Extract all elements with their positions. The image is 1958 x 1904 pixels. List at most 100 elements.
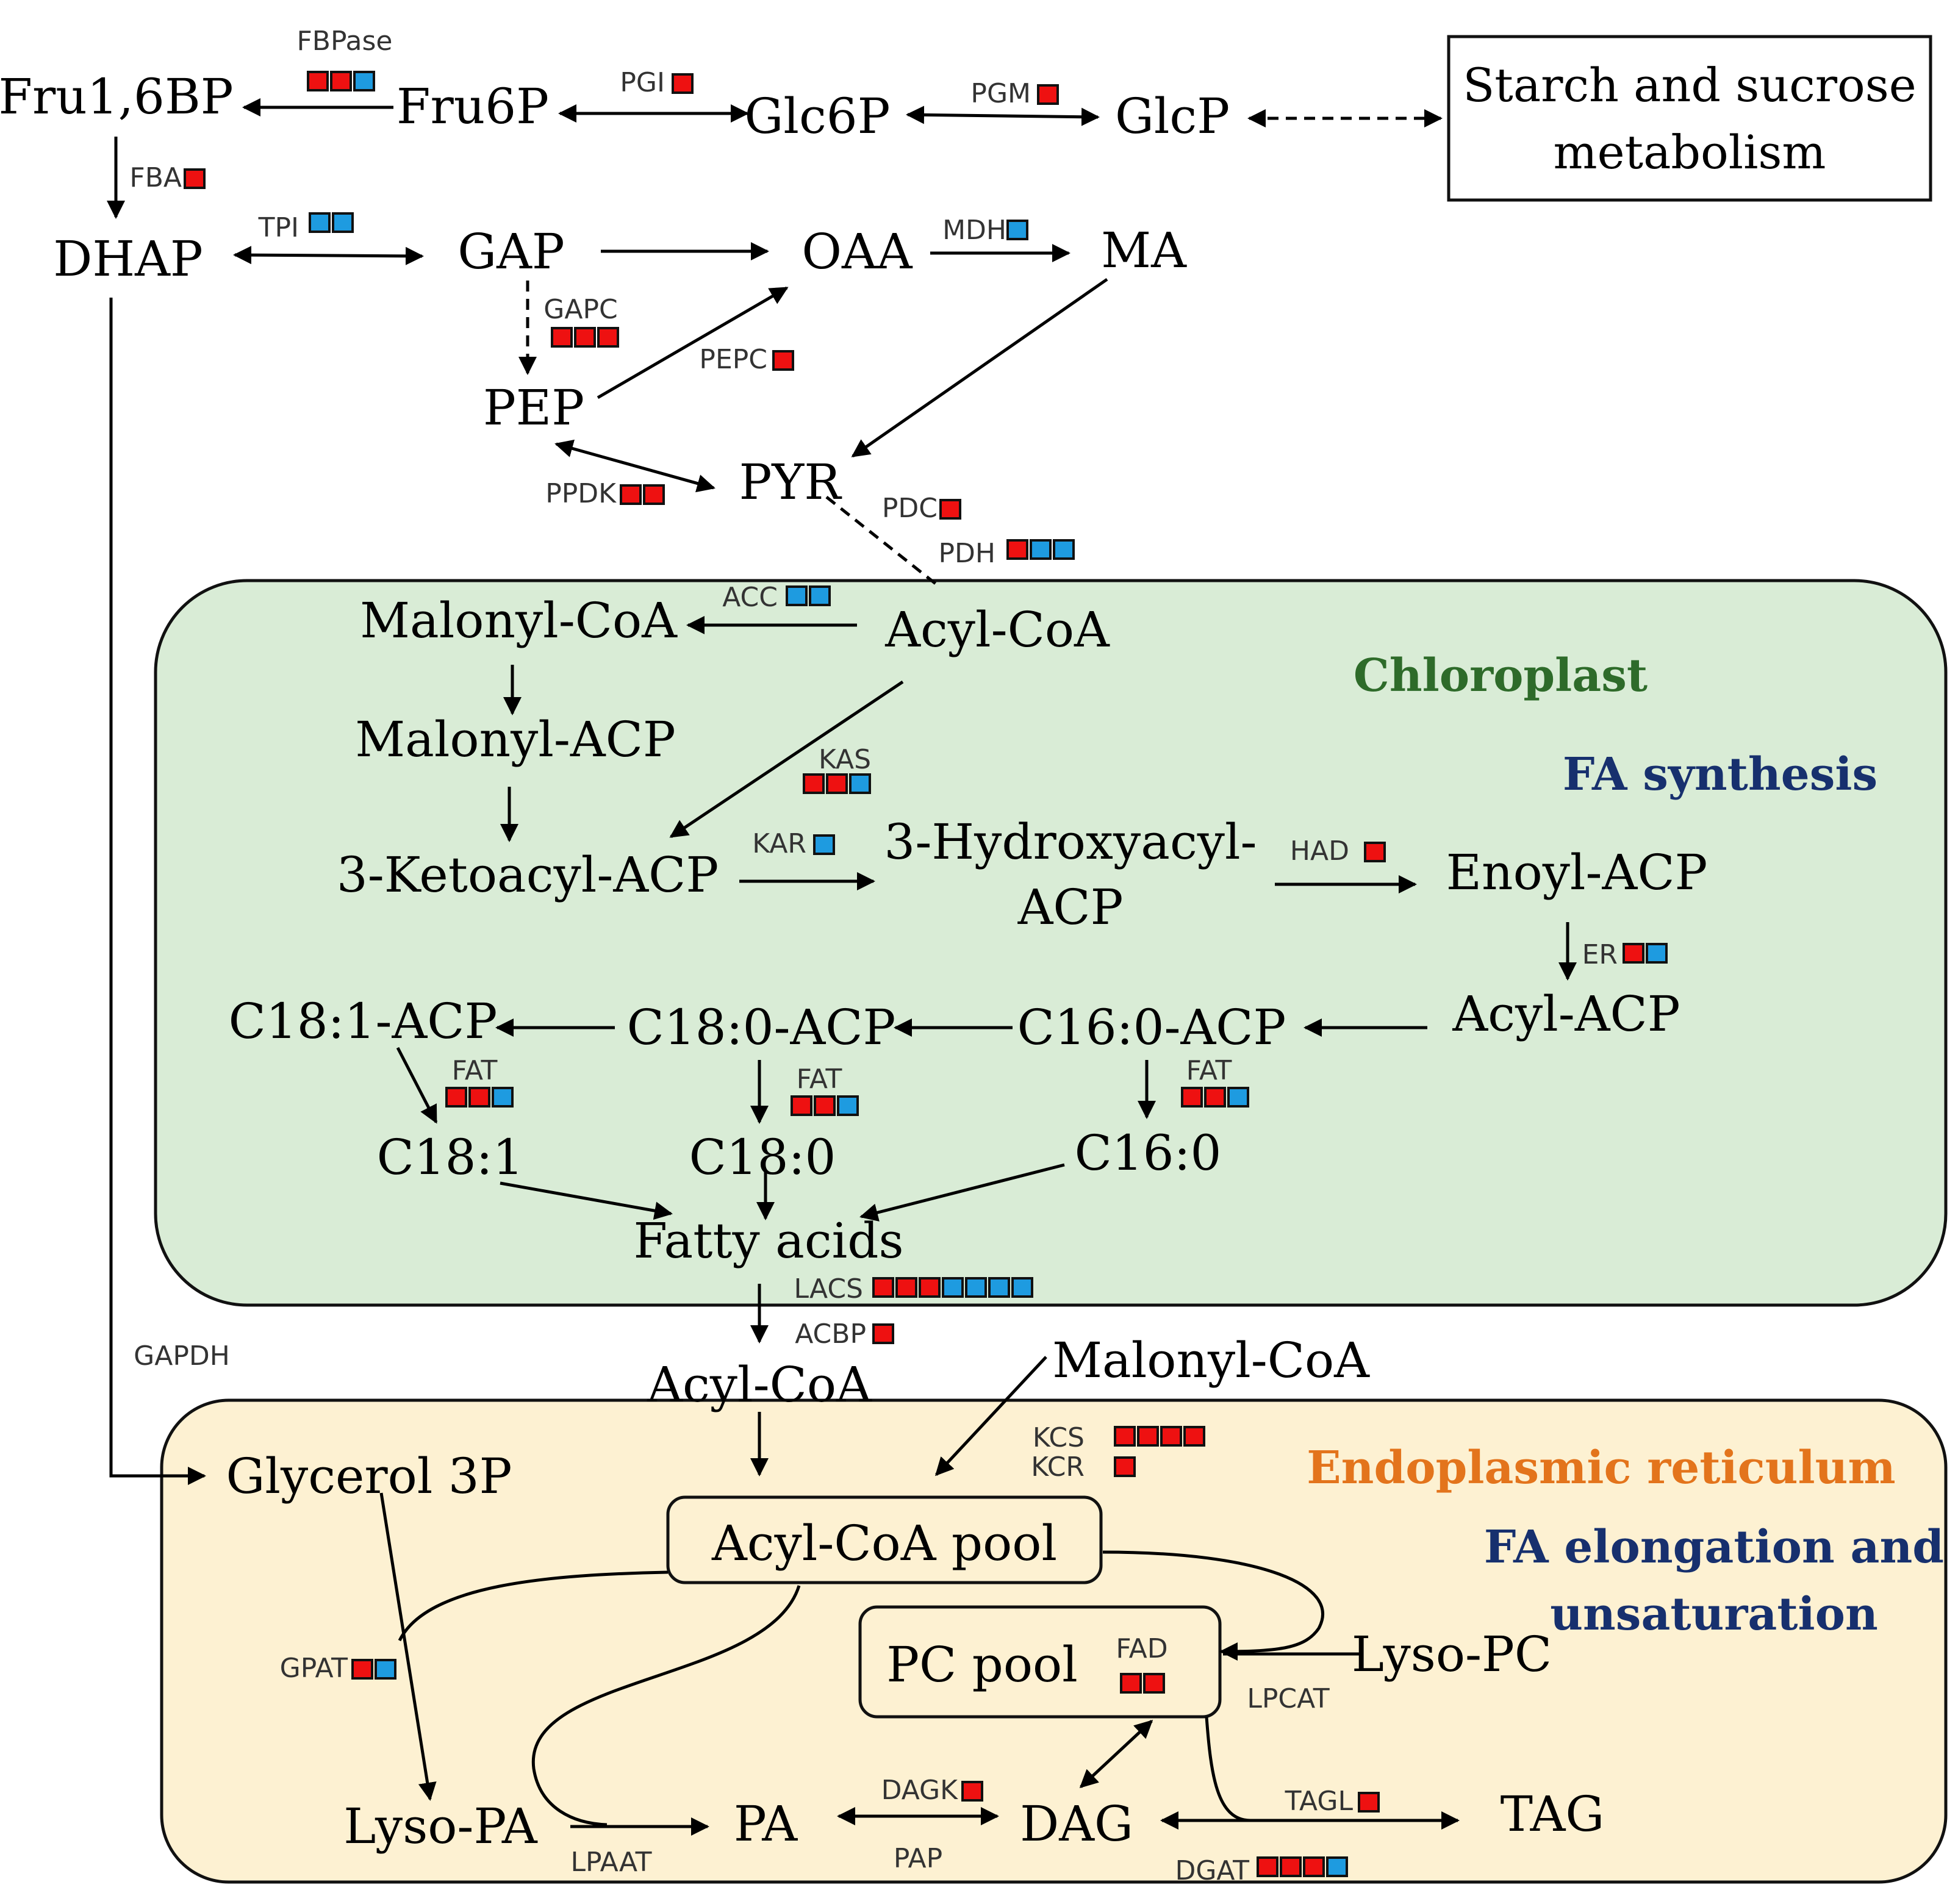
expression-marker-fba-1 (184, 168, 206, 189)
arrow-dhap-gap (233, 246, 424, 265)
expression-marker-fad-2 (1143, 1673, 1165, 1694)
enzyme-label-mdh: MDH (942, 215, 1006, 246)
metabolite-fatty-acids: Fatty acids (633, 1212, 903, 1269)
enzyme-label-kcs: KCS (1033, 1422, 1085, 1453)
enzyme-label-tpi: TPI (258, 212, 299, 243)
expression-marker-pgi-1 (672, 73, 694, 94)
expression-marker-er-2 (1646, 943, 1668, 964)
expression-marker-tagl-1 (1358, 1792, 1380, 1813)
metabolite-pep: PEP (483, 379, 584, 436)
expression-marker-had-1 (1364, 842, 1386, 862)
expression-marker-lacs-4 (942, 1277, 964, 1298)
fa-elongation-title-2: unsaturation (1550, 1588, 1878, 1641)
enzyme-label-lacs: LACS (794, 1273, 863, 1305)
expression-marker-dgat-1 (1257, 1856, 1278, 1877)
metabolite-c181-acp: C18:1-ACP (229, 993, 498, 1050)
metabolite-ma: MA (1101, 222, 1187, 279)
enzyme-label-had: HAD (1290, 836, 1349, 867)
enzyme-label-fat3: FAT (1186, 1055, 1232, 1086)
enzyme-label-pap: PAP (894, 1843, 942, 1874)
metabolite-c180-acp: C18:0-ACP (627, 999, 896, 1056)
expression-marker-lacs-7 (1011, 1277, 1033, 1298)
metabolite-pyr: PYR (739, 454, 843, 510)
arrow-ma-pyr (851, 277, 1108, 458)
metabolite-glycerol-3p: Glycerol 3P (226, 1448, 512, 1505)
expression-marker-kas-1 (803, 773, 825, 794)
metabolite-enoyl-acp: Enoyl-ACP (1446, 844, 1708, 901)
arrow-pep-oaa (597, 286, 789, 399)
expression-marker-tpi-1 (309, 212, 331, 233)
enzyme-label-acbp: ACBP (795, 1319, 866, 1350)
arrow-pcpool-dag (1079, 1719, 1153, 1789)
metabolite-malonyl-acp: Malonyl-ACP (355, 711, 676, 768)
metabolite-3-hydroxyacyl-1: 3-Hydroxyacyl- (884, 814, 1257, 870)
expression-marker-fat1-1 (445, 1087, 467, 1108)
enzyme-label-fad: FAD (1116, 1633, 1167, 1664)
enzyme-label-fat1: FAT (452, 1055, 498, 1086)
arrow-malonylcoa-pool (934, 1356, 1047, 1476)
metabolite-fru6p: Fru6P (396, 78, 549, 135)
fa-elongation-title-1: FA elongation and (1484, 1521, 1944, 1573)
metabolite-dag: DAG (1020, 1795, 1133, 1852)
enzyme-label-fat2: FAT (797, 1064, 842, 1095)
enzyme-label-pgi: PGI (620, 67, 665, 98)
expression-marker-lacs-3 (919, 1277, 941, 1298)
expression-marker-dgat-3 (1303, 1856, 1325, 1877)
expression-marker-fat3-2 (1204, 1087, 1226, 1108)
arrow-c160-fattyacids (859, 1163, 1065, 1222)
expression-marker-fbpase-1 (307, 71, 329, 91)
expression-marker-lacs-5 (965, 1277, 987, 1298)
arrow-dhap-glycerol3p (109, 298, 206, 1485)
curve-pcpool-dgat (1205, 1716, 1251, 1822)
starch-sucrose-line2: metabolism (1554, 125, 1826, 179)
expression-marker-ppdk-1 (620, 484, 642, 505)
expression-marker-fat2-3 (837, 1095, 859, 1116)
metabolite-c160: C16:0 (1075, 1125, 1222, 1181)
fa-synthesis-title: FA synthesis (1563, 748, 1877, 801)
enzyme-label-dgat: DGAT (1175, 1855, 1249, 1886)
chloroplast-title: Chloroplast (1354, 650, 1648, 702)
arrow-acylcoa-ketoacyl (669, 680, 904, 839)
metabolite-acyl-coa-pool: Acyl-CoA pool (711, 1515, 1057, 1572)
expression-marker-fat1-3 (492, 1087, 514, 1108)
expression-marker-dgat-2 (1280, 1856, 1302, 1877)
pc-pool-box (858, 1605, 1222, 1719)
metabolite-glcp: GlcP (1115, 88, 1230, 145)
arrow-pep-pyr (554, 439, 715, 493)
metabolite-acyl-coa-er: Acyl-CoA (647, 1356, 872, 1413)
enzyme-label-kar: KAR (752, 828, 806, 859)
enzyme-label-pdc: PDC (882, 493, 938, 524)
curve-pool-gpat (398, 1570, 669, 1642)
enzyme-label-lpaat: LPAAT (570, 1847, 651, 1878)
expression-marker-fat2-1 (791, 1095, 812, 1116)
expression-marker-kcs-1 (1114, 1426, 1136, 1447)
expression-marker-dagk-1 (961, 1781, 983, 1802)
expression-marker-gpat-1 (351, 1659, 373, 1680)
expression-marker-ppdk-2 (643, 484, 665, 505)
metabolite-c181: C18:1 (377, 1129, 524, 1186)
metabolite-glc6p: Glc6P (744, 88, 890, 145)
expression-marker-fbpase-2 (330, 71, 352, 91)
expression-marker-kcs-3 (1160, 1426, 1182, 1447)
expression-marker-pgm-1 (1037, 84, 1059, 105)
expression-marker-kar-1 (813, 834, 835, 855)
metabolite-pc-pool: PC pool (886, 1636, 1078, 1693)
metabolite-gap: GAP (457, 223, 565, 280)
enzyme-label-gapc: GAPC (543, 294, 617, 325)
expression-marker-mdh-1 (1006, 220, 1028, 240)
arrow-glycerol3p-lysopa (379, 1492, 437, 1801)
enzyme-label-ppdk: PPDK (545, 478, 617, 509)
expression-marker-gpat-2 (375, 1659, 396, 1680)
metabolite-lyso-pc: Lyso-PC (1352, 1626, 1552, 1683)
metabolite-c180: C18:0 (689, 1129, 836, 1186)
enzyme-label-kcr: KCR (1031, 1451, 1085, 1483)
metabolite-3-ketoacyl-acp: 3-Ketoacyl-ACP (337, 846, 719, 903)
expression-marker-kas-2 (826, 773, 848, 794)
er-compartment (160, 1398, 1948, 1884)
acyl-coa-pool-box (666, 1495, 1103, 1584)
expression-marker-lacs-1 (872, 1277, 894, 1298)
curve-pool-lpcat (1102, 1550, 1324, 1661)
metabolite-c160-acp: C16:0-ACP (1017, 999, 1286, 1056)
enzyme-label-gapdh: GAPDH (134, 1340, 230, 1372)
